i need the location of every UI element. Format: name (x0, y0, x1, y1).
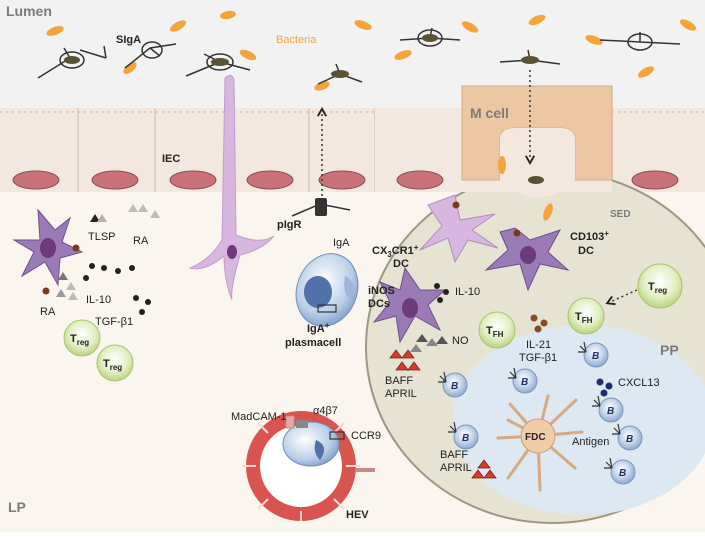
no-label: NO (452, 335, 469, 347)
iec-label: IEC (162, 153, 180, 165)
ra-molecules-top (128, 204, 160, 218)
pigr-transcytosis (315, 70, 536, 216)
lumen-label: Lumen (6, 3, 52, 19)
inos-dcs-label: DCs (368, 298, 390, 310)
tfh-label-1: TFH (486, 325, 504, 339)
ra-top-label: RA (133, 235, 149, 247)
svg-text:B: B (607, 406, 614, 417)
sed-label: SED (610, 209, 631, 220)
treg-cell-pp (637, 263, 683, 309)
treg-label-2: Treg (103, 358, 122, 372)
hev-label: HEV (346, 509, 369, 521)
cd103-dendritic-cell (484, 227, 570, 292)
svg-text:B: B (521, 377, 528, 388)
tfh-label-2: TFH (575, 311, 593, 325)
bacteria-group (46, 10, 697, 221)
plasmacell-label: plasmacell (285, 337, 341, 349)
il10-left-label: IL-10 (86, 294, 111, 306)
iga-plasmacell (295, 253, 359, 327)
antibody-ys (438, 341, 621, 469)
tlsp-molecules (90, 214, 107, 222)
tfh-cell-2 (567, 297, 605, 335)
il10-dots-pp (434, 283, 449, 303)
iga-label: IgA (333, 237, 350, 249)
tgfb1-pp-label: TGF-β1 (519, 352, 557, 364)
inos-label: iNOS (368, 285, 395, 297)
iga-plasmacell-label: IgA+ (307, 321, 330, 335)
b-cells (442, 342, 643, 485)
m-cell-label: M cell (470, 105, 509, 121)
antigen-label: Antigen (572, 436, 609, 448)
cx3cr1-dc-label: DC (393, 258, 409, 270)
cd103-dc-label: DC (578, 245, 594, 257)
bacteria-label: Bacteria (276, 34, 317, 46)
b-cell-letters: B B B B B B B (451, 351, 633, 479)
tgfb1-left-label: TGF-β1 (95, 316, 133, 328)
svg-text:B: B (626, 434, 633, 445)
intraepithelial-dc (188, 74, 275, 301)
ra-molecules-left (56, 272, 78, 300)
il21-tgfb1-dots (530, 314, 548, 333)
pigr-label: pIgR (277, 219, 301, 231)
baff-april-bottom-molecules (471, 459, 497, 479)
il10-pp-label: IL-10 (455, 286, 480, 298)
hev-migrating-cell (282, 415, 345, 467)
baff-bottom-label: BAFF (440, 449, 468, 461)
pp-label: PP (660, 342, 679, 358)
treg-cell-1 (63, 319, 101, 357)
baff-april-top-molecules (389, 349, 421, 371)
cd103-label: CD103+ (570, 229, 609, 243)
cx3cr1-label: CX3CR1+ (372, 243, 419, 259)
ra-left-label: RA (40, 306, 56, 318)
dc-nucleus (227, 245, 237, 259)
bacteria-bodies (64, 34, 544, 184)
april-top-label: APRIL (385, 388, 417, 400)
treg-cell-2 (96, 344, 134, 382)
svg-text:B: B (462, 433, 469, 444)
cx3cr1-dendritic-cell (419, 194, 499, 264)
treg-label-1: Treg (70, 333, 89, 347)
ccr9-label: CCR9 (351, 430, 381, 442)
a4b7-label: α4β7 (313, 405, 338, 417)
il21-label: IL-21 (526, 339, 551, 351)
svg-text:B: B (592, 351, 599, 362)
cxcl13-dots (596, 378, 613, 397)
cxcl13-label: CXCL13 (618, 377, 660, 389)
siga-label: SIgA (116, 34, 141, 46)
fdc-label: FDC (525, 432, 546, 443)
no-molecules (410, 334, 448, 352)
treg-label-pp: Treg (648, 281, 667, 295)
tlsp-label: TLSP (88, 231, 116, 243)
lp-label: LP (8, 499, 26, 515)
april-bottom-label: APRIL (440, 462, 472, 474)
madcam-label: MadCAM-1 (231, 411, 287, 423)
il10-dots-left (83, 263, 151, 315)
svg-text:B: B (451, 381, 458, 392)
lp-dendritic-cell (12, 208, 84, 295)
baff-top-label: BAFF (385, 375, 413, 387)
fdc-body (520, 418, 556, 454)
svg-text:B: B (619, 468, 626, 479)
tfh-cell-1 (478, 311, 516, 349)
